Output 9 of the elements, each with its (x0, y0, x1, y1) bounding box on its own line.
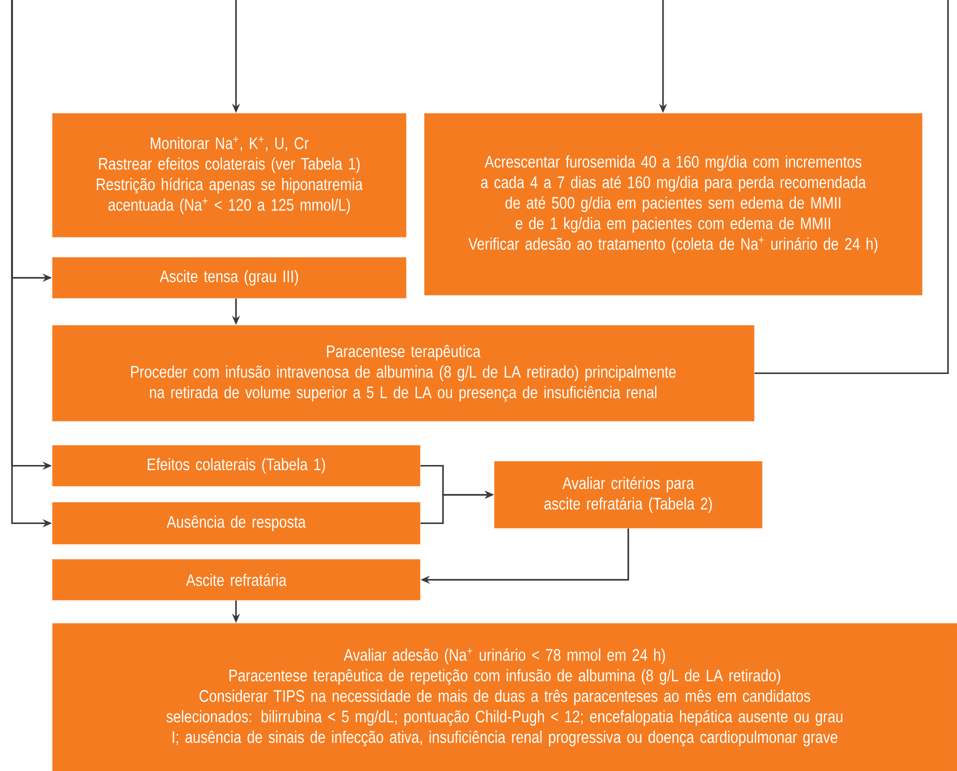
process-box: Ascite refratária (52, 559, 420, 600)
process-box: Efeitos colaterais (Tabela 1) (52, 445, 420, 486)
process-box: Ascite tensa (grau III) (52, 257, 406, 298)
process-box: Ausência de resposta (52, 502, 420, 544)
process-box: Avaliar critérios para ascite refratária (Tabela 2) (494, 461, 762, 528)
process-box: Avaliar adesão (Na$^{+}$ urinário < 78 mmol em 24 h) Paracentese terapêutica de repetição com infusão de albumina (8 g/L de LA retirado) Considerar TIPS na necessidade de mais de duas a três paracenteses ao mês em candidatos selecionados: bilirrubina < 5 mg/dL; pontuação Child-Pugh < 12; encefalopatia hepática ausente ou grau I; ausência de sinais de infecção ativa, insuficiência renal progressiva ou doença cardiopulmonar grave (52, 623, 957, 771)
process-box: Monitorar Na$^{+}$, K$^{+}$, U, Cr Rastrear efeitos colaterais (ver Tabela 1) Restrição hídrica apenas se hiponatremia acentuada (Na$^{+}$ < 120 a 125 mmol/L) (52, 113, 406, 238)
process-box: Paracentese terapêutica Proceder com infusão intravenosa de albumina (8 g/L de LA retirado) principalmente na retirada de volume superior a 5 L de LA ou presença de insuficiência renal (52, 325, 754, 422)
process-box: Acrescentar furosemida 40 a 160 mg/dia com incrementos a cada 4 a 7 dias até 160 mg/dia para perda recomendada de até 500 g/dia em pacientes sem edema de MMII e de 1 kg/dia em pacientes com edema de MMII Verificar adesão ao tratamento (coleta de Na$^{+}$ urinário de 24 h) (424, 113, 922, 296)
